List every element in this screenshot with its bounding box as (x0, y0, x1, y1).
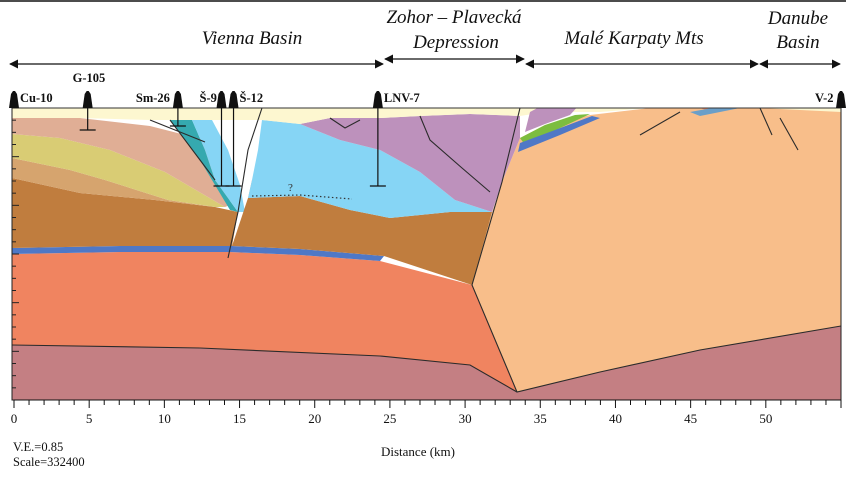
x-tick-label: 45 (684, 411, 697, 426)
well-marker: LNV-7 (369, 91, 420, 187)
unit-quaternary-top (12, 108, 841, 124)
well-marker: G-105 (73, 71, 106, 131)
x-tick-label: 0 (11, 411, 18, 426)
fault-line (329, 117, 361, 129)
x-tick-label: 15 (233, 411, 246, 426)
x-axis-label: Distance (km) (381, 444, 455, 459)
region-label-danube-line1: Danube (767, 8, 828, 29)
well-label: G-105 (73, 71, 106, 85)
x-tick-label: 20 (308, 411, 321, 426)
x-tick-label: 50 (759, 411, 772, 426)
fault-lines (12, 108, 841, 393)
x-tick-label: 40 (609, 411, 622, 426)
unit-khaki (12, 134, 225, 207)
fault-line (471, 108, 521, 393)
x-tick-label: 10 (158, 411, 171, 426)
derrick-icon (172, 91, 183, 108)
region-label-zohor-line2: Depression (412, 32, 499, 53)
region-label-zohor-line1: Zohor – Plavecká (386, 7, 522, 28)
well-label: Š-12 (240, 91, 264, 105)
fault-line (149, 119, 206, 143)
unit-basement-mauve (12, 326, 841, 400)
unit-brown-left (12, 178, 238, 248)
unit-tan (12, 158, 215, 207)
uncertain-boundary-mark: ? (288, 182, 293, 194)
unit-pink-beige-left (12, 118, 230, 207)
derrick-icon (228, 91, 239, 108)
well-marker: Š-12 (225, 91, 264, 187)
scale-note: Scale=332400 (13, 455, 85, 469)
region-label-vienna-basin: Vienna Basin (202, 28, 302, 49)
derrick-icon (82, 91, 93, 108)
fault-line (759, 108, 773, 136)
region-label-danube-line2: Basin (776, 32, 819, 53)
x-tick-label: 30 (459, 411, 472, 426)
fault-line (639, 111, 681, 136)
well-label: Sm-26 (136, 91, 170, 105)
well-label: V-2 (815, 91, 834, 105)
fault-line (12, 325, 841, 393)
section-body: ? (12, 108, 841, 400)
unit-teal-sliver-right (690, 108, 740, 116)
unit-brown-central (232, 196, 492, 285)
well-label: Cu-10 (20, 91, 53, 105)
fault-line (419, 115, 491, 193)
well-marker: Š-9 (200, 91, 230, 187)
x-tick-label: 5 (86, 411, 93, 426)
x-tick-label: 25 (383, 411, 396, 426)
vertical-exaggeration-note: V.E.=0.85 (13, 440, 63, 454)
derrick-icon (9, 91, 19, 108)
well-label: LNV-7 (384, 91, 420, 105)
well-marker: V-2 (815, 91, 846, 108)
well-marker: Cu-10 (9, 91, 53, 108)
unit-light-blue-strip (192, 120, 245, 212)
x-tick-label: 35 (534, 411, 547, 426)
unit-purple-slivers (525, 108, 577, 132)
fault-line (169, 119, 216, 181)
unit-blue-sliver (518, 116, 600, 152)
dotted-boundary (251, 194, 353, 200)
unit-light-blue-central (248, 120, 492, 218)
well-marker: Sm-26 (136, 91, 186, 127)
well-label: Š-9 (200, 91, 217, 105)
derrick-icon (216, 91, 227, 108)
fault-line (227, 108, 263, 259)
region-label-male-karpaty: Malé Karpaty Mts (563, 28, 703, 49)
unit-karpaty-crystalline (472, 108, 841, 392)
unit-blue-band (12, 246, 384, 261)
derrick-icon (836, 91, 846, 108)
fault-line (779, 117, 799, 151)
derrick-icon (372, 91, 383, 108)
unit-purple-zohor (300, 114, 520, 212)
x-axis: 0 5 10 15 20 25 30 35 40 45 50 (11, 399, 842, 426)
